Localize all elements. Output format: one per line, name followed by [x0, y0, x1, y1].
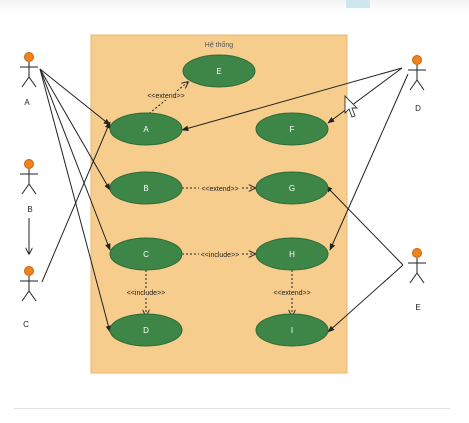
assoc-actor-d-uc-a — [181, 67, 403, 131]
extend-link-a-e — [145, 82, 188, 117]
actor-a-head — [24, 52, 34, 62]
extend-label-h-i: <<extend>> — [273, 290, 310, 297]
actor-e-head — [412, 248, 422, 258]
actor-d-head — [412, 55, 422, 65]
assoc-actor-c-uc-a — [41, 121, 111, 283]
extend-label-bg-h-i — [272, 288, 312, 297]
actor-c-label: C — [23, 320, 29, 329]
use-case-h-label: H — [289, 250, 295, 259]
use-case-a[interactable] — [109, 112, 183, 146]
actor-b-label: B — [27, 205, 32, 214]
use-case-b-label: B — [143, 184, 148, 193]
highlight-marker — [346, 0, 370, 8]
include-label-bg-c-d — [124, 288, 168, 297]
actor-d[interactable] — [408, 55, 426, 91]
actor-e-label: E — [415, 303, 420, 312]
use-case-g-label: G — [289, 184, 295, 193]
use-case-f[interactable] — [255, 112, 329, 146]
include-label-bg-c-h — [199, 250, 241, 259]
actor-e[interactable] — [408, 248, 426, 284]
assoc-actor-d-uc-f — [327, 67, 403, 124]
use-case-a-label: A — [143, 125, 149, 134]
extend-label-bg-b-g — [199, 184, 241, 193]
actor-b[interactable] — [20, 159, 38, 195]
assoc-actor-a-uc-d — [39, 68, 112, 333]
use-case-d-label: D — [143, 326, 149, 335]
actor-c[interactable] — [20, 266, 38, 302]
assoc-actor-e-uc-g — [325, 185, 404, 266]
use-case-e-label: E — [216, 67, 221, 76]
use-case-i-label: I — [291, 326, 293, 335]
extend-label-b-g: <<extend>> — [201, 186, 238, 193]
use-case-c[interactable] — [109, 237, 183, 271]
cursor-icon — [344, 94, 359, 118]
assoc-actor-d-uc-h — [329, 73, 409, 251]
system-title: Hệ thống — [205, 40, 234, 49]
use-case-e[interactable] — [182, 54, 256, 88]
include-label-c-d: <<include>> — [127, 290, 166, 297]
use-case-c-label: C — [143, 250, 149, 259]
assoc-actor-a-uc-c — [39, 68, 111, 251]
actor-b-head — [24, 159, 34, 169]
use-case-i[interactable] — [255, 313, 329, 347]
top-strip — [0, 0, 469, 14]
use-case-h[interactable] — [255, 237, 329, 271]
extend-label-a-e: <<extend>> — [147, 93, 184, 100]
assoc-actor-a-uc-b — [39, 68, 111, 191]
use-case-f-label: F — [290, 125, 295, 134]
use-case-d[interactable] — [109, 313, 183, 347]
bottom-divider — [14, 408, 450, 409]
actor-c-head — [24, 266, 34, 276]
use-case-g[interactable] — [255, 171, 329, 205]
include-label-c-h: <<include>> — [201, 252, 240, 259]
actor-a[interactable] — [20, 52, 38, 88]
actor-d-label: D — [415, 104, 421, 113]
assoc-actor-a-uc-a — [39, 68, 111, 126]
assoc-actor-e-uc-i — [327, 264, 404, 333]
use-case-b[interactable] — [109, 171, 183, 205]
actor-a-label: A — [24, 98, 30, 107]
extend-label-bg-a-e — [147, 91, 185, 100]
